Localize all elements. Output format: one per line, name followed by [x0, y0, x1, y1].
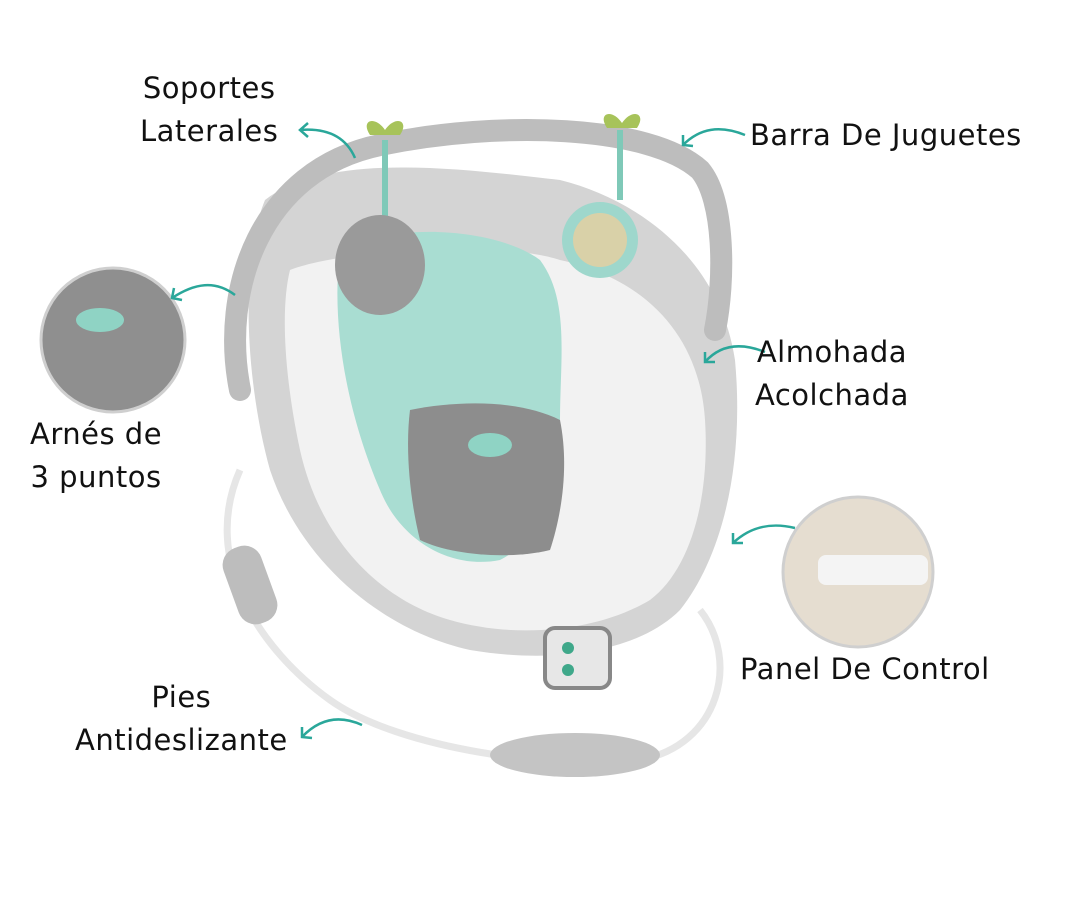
- label-line: Soportes: [142, 71, 276, 105]
- leaf-toy-right: [603, 113, 641, 128]
- label-line: Pies: [151, 680, 212, 714]
- label-line: 3 puntos: [30, 460, 162, 494]
- label-line: Antideslizante: [75, 723, 288, 757]
- arrow-toy-bar: [681, 128, 746, 148]
- label-feet: Pies Antideslizante: [75, 676, 288, 762]
- arrow-pillow: [703, 345, 766, 364]
- toy-straps: [382, 130, 623, 230]
- rear-foot-pad: [222, 545, 278, 625]
- harness-pad: [408, 403, 565, 556]
- label-side-supports: Soportes Laterales: [140, 67, 278, 153]
- arrow-feet: [300, 718, 363, 740]
- label-line: Arnés de: [30, 417, 163, 451]
- label-line: Acolchada: [755, 378, 909, 412]
- harness-inset-photo: [39, 266, 187, 414]
- elephant-toy: [335, 215, 425, 315]
- label-harness: Arnés de 3 puntos: [30, 413, 162, 499]
- arrow-side-supports: [298, 122, 357, 159]
- control-panel: [543, 626, 612, 690]
- label-control-panel: Panel De Control: [740, 652, 990, 686]
- arrows: [170, 122, 796, 740]
- arrow-harness: [170, 283, 236, 302]
- toy-bar: [224, 119, 733, 401]
- arrow-control-panel: [731, 524, 796, 545]
- label-line: Almohada: [756, 335, 908, 369]
- elephant-logo: [468, 433, 512, 457]
- front-foot-pad: [490, 733, 660, 777]
- leaf-toy-left: [366, 120, 404, 135]
- label-line: Laterales: [140, 114, 279, 148]
- label-pillow: Almohada Acolchada: [755, 331, 909, 417]
- label-toy-bar: Barra De Juguetes: [750, 118, 1022, 152]
